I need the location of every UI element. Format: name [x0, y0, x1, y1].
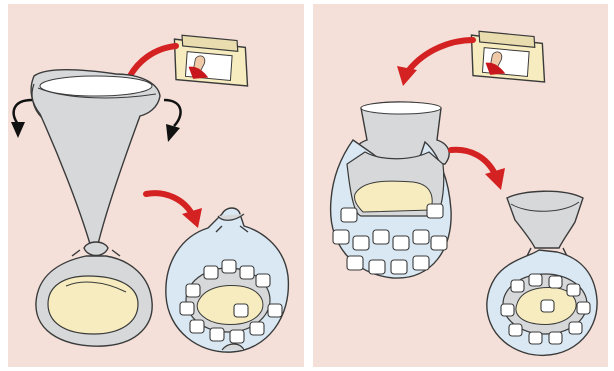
ice-cube-icon — [369, 260, 385, 274]
ice-cube-icon — [431, 236, 447, 250]
ice-cube-icon — [234, 304, 248, 317]
ice-cube-icon — [250, 322, 264, 335]
ice-cube-icon — [511, 280, 524, 292]
ice-cube-icon — [240, 266, 254, 279]
ice-cube-icon — [210, 328, 224, 341]
ice-cube-icon — [393, 236, 409, 250]
ice-cube-icon — [427, 204, 443, 218]
ice-cube-icon — [373, 230, 389, 244]
ice-cube-icon — [190, 320, 204, 333]
ice-cube-icon — [333, 230, 349, 244]
ice-cube-icon — [549, 332, 562, 344]
ice-cube-icon — [347, 256, 363, 270]
tied-milk-bag — [36, 256, 152, 346]
ice-cube-icon — [501, 304, 514, 316]
panel-right — [313, 4, 608, 367]
panel-left — [8, 4, 304, 367]
ice-cube-icon — [222, 260, 236, 273]
ice-cube-icon — [268, 304, 282, 317]
ice-cube-icon — [541, 300, 554, 312]
panel-right-illustration — [313, 4, 608, 367]
ice-cube-icon — [341, 208, 357, 222]
ice-cube-icon — [413, 230, 429, 244]
ice-cube-icon — [230, 330, 244, 343]
ice-cube-icon — [180, 302, 194, 315]
ice-cube-icon — [391, 260, 407, 274]
ice-cube-icon — [549, 276, 562, 288]
ice-cube-icon — [509, 324, 522, 336]
ice-cube-icon — [256, 274, 270, 287]
ice-cube-icon — [529, 332, 542, 344]
panel-left-illustration — [8, 4, 304, 367]
ice-cube-icon — [413, 256, 429, 270]
ice-cube-icon — [353, 236, 369, 250]
ice-cube-icon — [529, 274, 542, 286]
ice-cube-icon — [204, 266, 218, 279]
ice-water-bag — [331, 140, 452, 278]
ice-cube-icon — [567, 284, 580, 296]
ice-cube-icon — [569, 322, 582, 334]
ice-cube-icon — [577, 302, 590, 314]
ice-cube-icon — [186, 284, 200, 297]
